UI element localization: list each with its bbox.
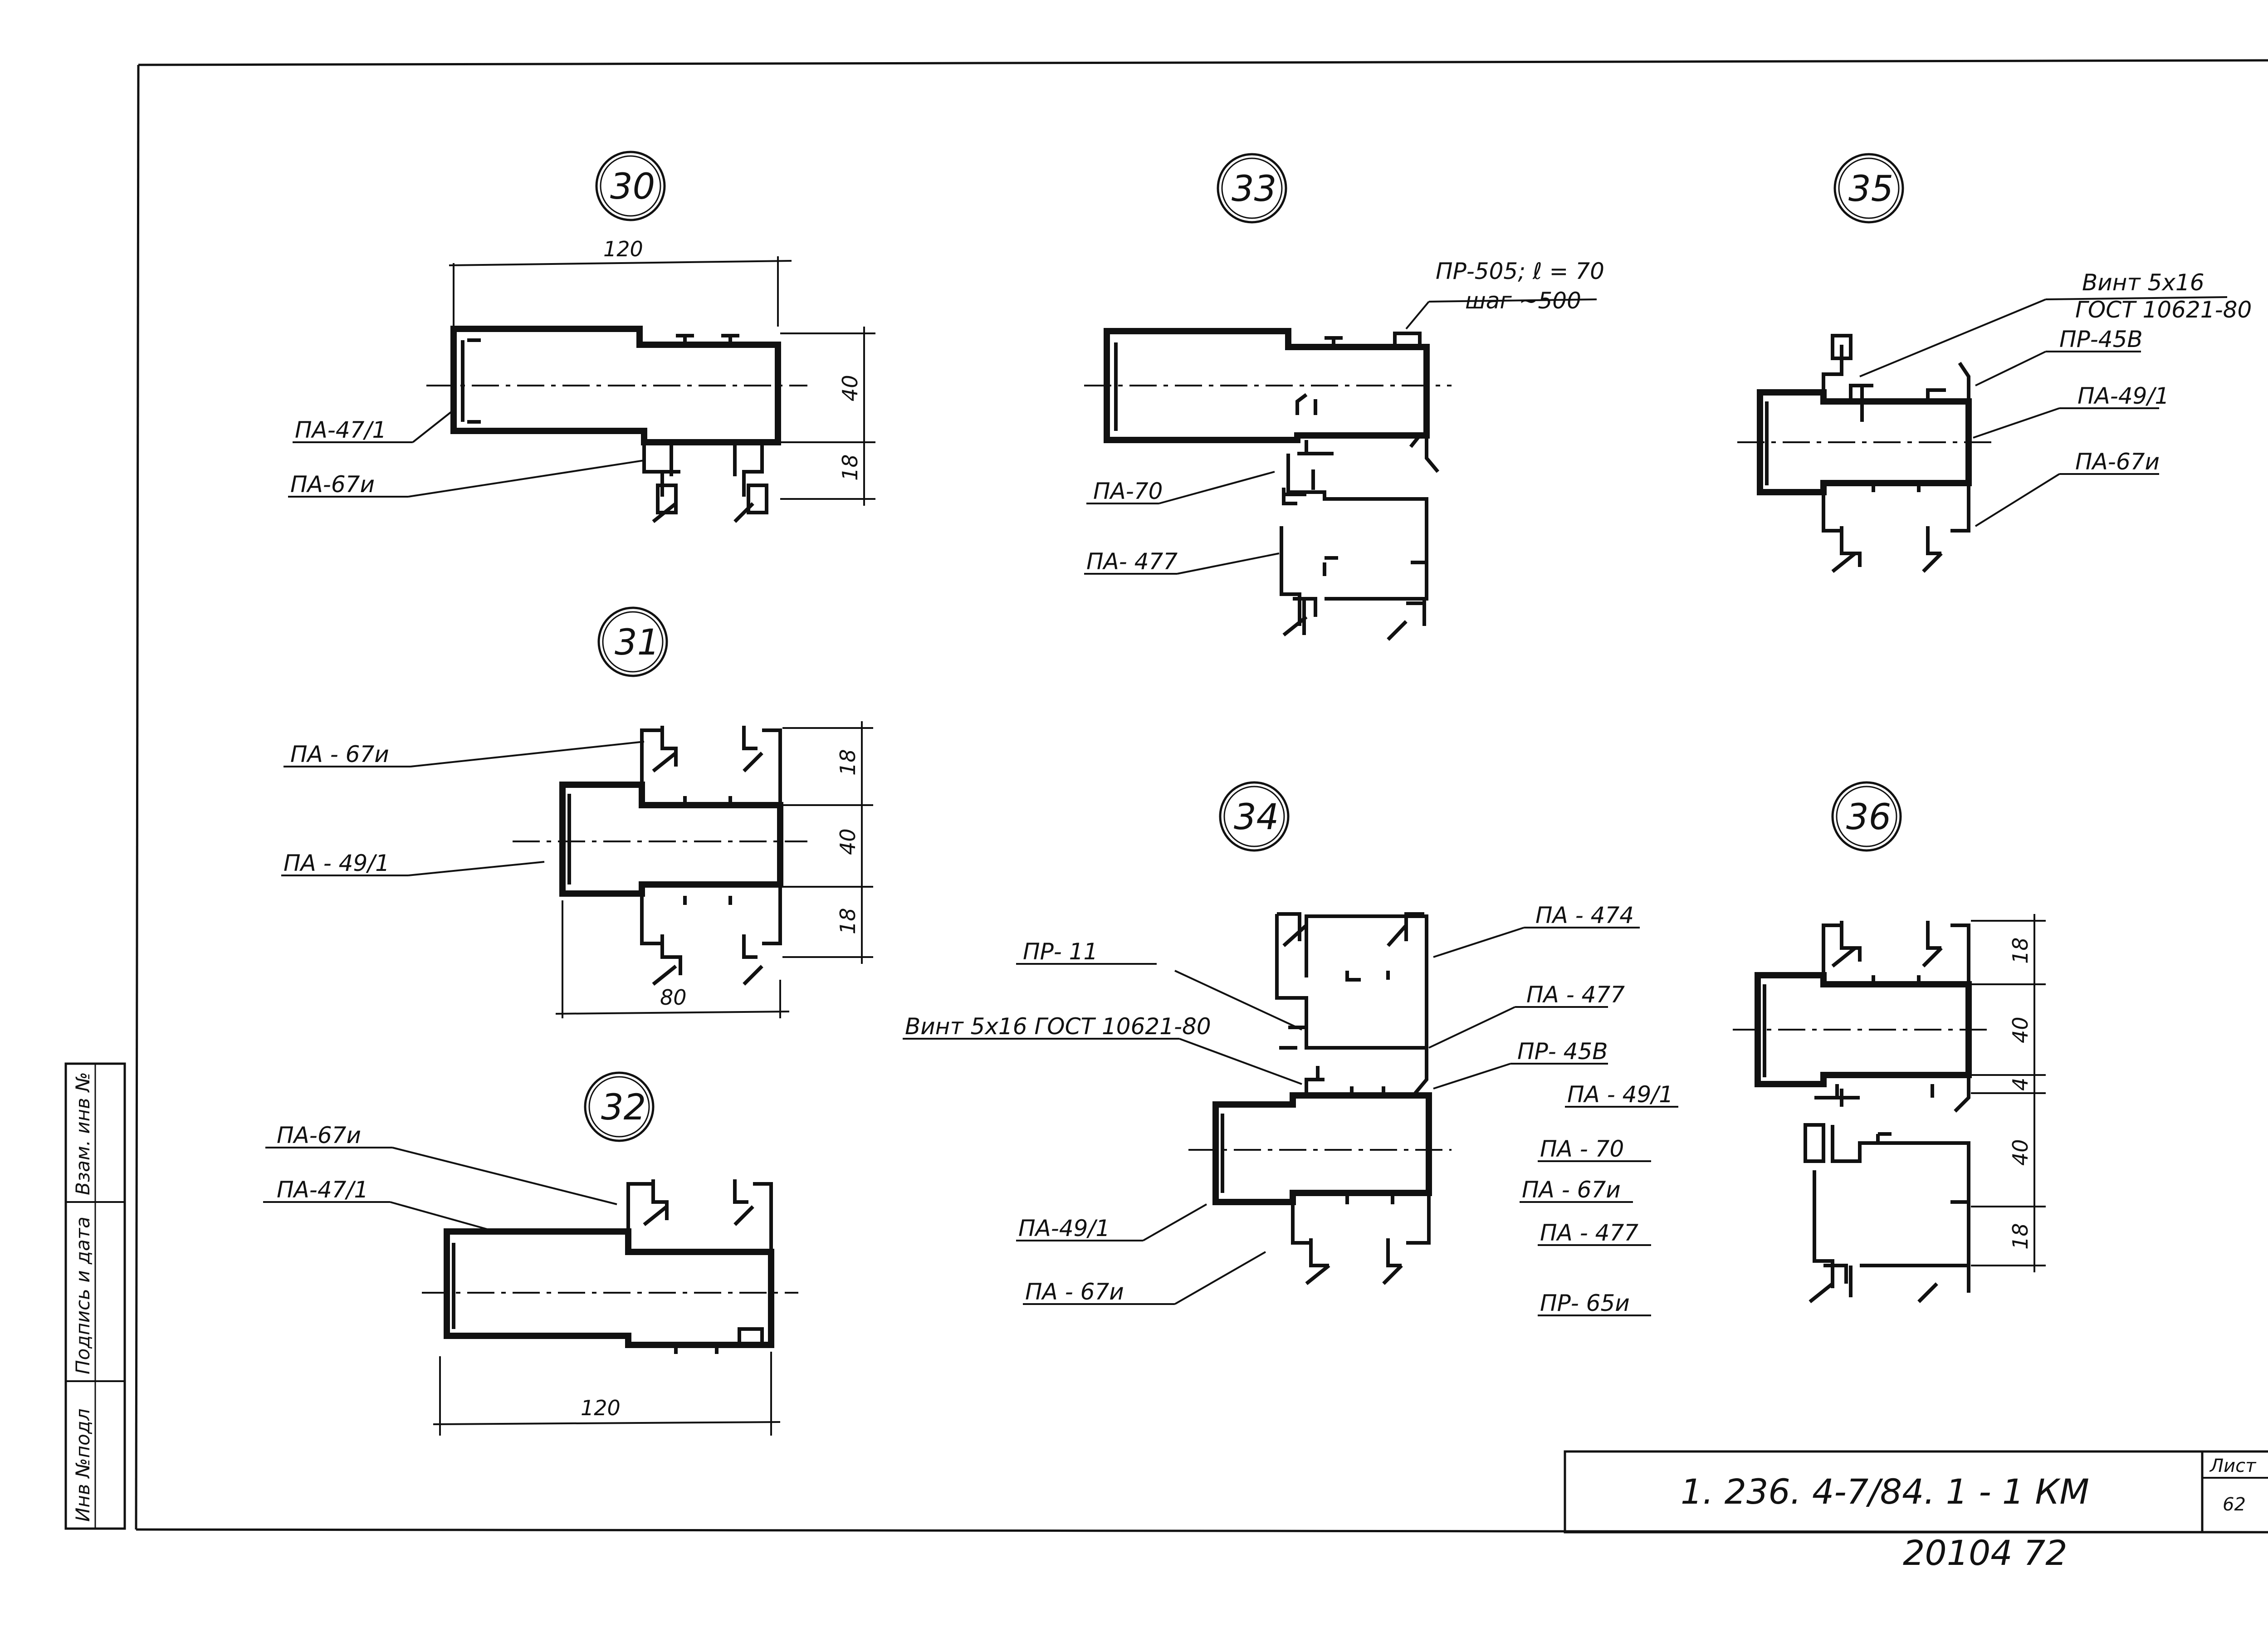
title-block: 1. 236. 4-7/84. 1 - 1 КМ Лист 62 20104 7… (1564, 1450, 2268, 1573)
label-34-pa-477-top: ПА - 477 (1526, 982, 1625, 1008)
dim-32-width: 120 (581, 1396, 621, 1420)
label-30-pa-47-1: ПА-47/1 (295, 417, 386, 443)
dim-36-bottom-flange: 18 (2008, 1223, 2033, 1250)
detail-number-30: 30 (610, 166, 655, 207)
label-34-pa-474: ПА - 474 (1535, 902, 1634, 928)
label-34-pa-477-bottom: ПА - 477 (1540, 1220, 1638, 1246)
dim-30-width: 120 (603, 237, 643, 261)
label-35-gost: ГОСТ 10621-80 (2075, 297, 2252, 323)
label-34-vint: Винт 5х16 ГОСТ 10621-80 (905, 1013, 1211, 1040)
detail-number-32: 32 (601, 1087, 646, 1128)
sheet-number: 62 (2223, 1494, 2246, 1515)
dim-36-lower-height: 40 (2008, 1139, 2033, 1166)
detail-36: 36 18 40 4 40 (1733, 781, 2046, 1304)
detail-number-34: 34 (1234, 797, 1279, 838)
sheet-frame (135, 59, 2268, 1534)
dim-31-width: 80 (660, 985, 687, 1010)
stamp-inv-podl: Инв №подл (72, 1408, 94, 1522)
label-35-pr-45v: ПР-45В (2059, 326, 2143, 352)
detail-31: 31 18 40 18 80 (281, 606, 873, 1018)
label-35-vint: Винт 5х16 (2082, 269, 2204, 296)
label-34-pr-45v: ПР- 45В (1517, 1038, 1608, 1065)
detail-number-35: 35 (1848, 169, 1893, 210)
detail-35: 35 Винт 5х16 ГОСТ 10621-80 ПР-45В ПА-49/… (1737, 153, 2252, 573)
dim-30-flange: 18 (838, 454, 862, 481)
dim-31-top-flange: 18 (836, 749, 860, 776)
dim-30-height: 40 (838, 375, 862, 401)
stamp-podpis-data: Подпись и дата (72, 1217, 94, 1374)
label-32-pa-67i: ПА-67и (277, 1122, 361, 1148)
label-34-pr-65i: ПР- 65и (1540, 1290, 1630, 1316)
label-30-pa-67i: ПА-67и (290, 471, 375, 498)
label-35-pa-67i: ПА-67и (2075, 449, 2160, 475)
label-33-pr-505: ПР-505; ℓ = 70 (1436, 258, 1604, 284)
detail-33: 33 ПР-505; ℓ = 70 шаг ~500 ПА-70 (1084, 153, 1604, 641)
dim-36-gap: 4 (2008, 1078, 2033, 1091)
label-33-pa-477: ПА- 477 (1086, 548, 1178, 575)
detail-32: 32 120 ПА-67и ПА-47/1 (263, 1071, 798, 1436)
label-33-pa-70: ПА-70 (1093, 478, 1163, 504)
label-34-pa-49-1-right: ПА - 49/1 (1567, 1081, 1673, 1108)
label-32-pa-47-1: ПА-47/1 (277, 1177, 368, 1203)
detail-34: 34 (903, 781, 1678, 1316)
label-34-pa-67i-right: ПА - 67и (1522, 1177, 1621, 1203)
label-33-shag: шаг ~500 (1465, 288, 1581, 314)
detail-number-33: 33 (1232, 169, 1276, 210)
dim-36-top-flange: 18 (2008, 937, 2033, 964)
left-stamp: Инв №подл Подпись и дата Взам. инв № (64, 1062, 126, 1530)
dim-31-height: 40 (836, 828, 860, 855)
label-35-pa-49-1: ПА-49/1 (2077, 383, 2169, 409)
detail-number-36: 36 (1846, 797, 1891, 838)
detail-30: 30 120 40 18 ПА-4 (288, 151, 875, 523)
label-34-pr-11: ПР- 11 (1023, 938, 1098, 965)
label-34-pa-49-1-left: ПА-49/1 (1018, 1215, 1110, 1241)
label-31-pa-49-1: ПА - 49/1 (284, 850, 390, 876)
label-31-pa-67i: ПА - 67и (290, 741, 389, 767)
dim-36-upper-height: 40 (2008, 1016, 2033, 1043)
label-34-pa-67i-left: ПА - 67и (1025, 1279, 1124, 1305)
sheet-label: Лист (2209, 1456, 2257, 1476)
detail-number-31: 31 (615, 622, 660, 663)
stamp-vzam-inv: Взам. инв № (72, 1072, 94, 1195)
drawing-code: 1. 236. 4-7/84. 1 - 1 КМ (1681, 1471, 2089, 1512)
footer-code: 20104 72 (1903, 1533, 2068, 1573)
dim-31-bottom-flange: 18 (836, 908, 860, 934)
label-34-pa-70: ПА - 70 (1540, 1136, 1624, 1162)
